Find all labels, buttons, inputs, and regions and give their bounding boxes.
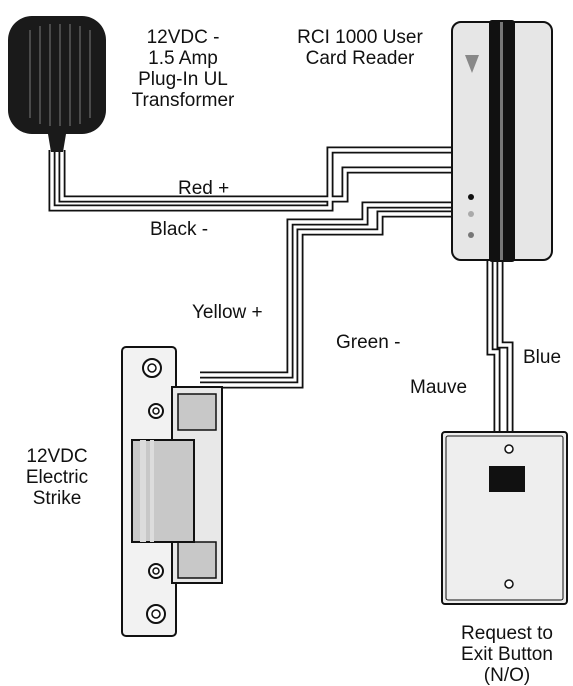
exit-button	[441, 431, 568, 605]
transformer-body	[8, 16, 106, 134]
exit-button-label-line: (N/O)	[483, 665, 531, 686]
wire-label-yellow: Yellow +	[192, 302, 263, 323]
wire-label-green: Green -	[336, 332, 401, 353]
card-reader	[451, 20, 553, 262]
card-reader-label-line: Card Reader	[305, 48, 415, 69]
exit-button-switch	[489, 466, 525, 492]
transformer-label-line: 12VDC -	[146, 27, 220, 48]
electric-strike-label-line: 12VDC	[26, 446, 88, 467]
transformer-cord-boot	[48, 134, 66, 152]
transformer-label-line: 1.5 Amp	[148, 48, 218, 69]
transformer	[8, 16, 106, 152]
transformer-label: 12VDC - 1.5 Amp Plug-In UL Transformer	[118, 27, 248, 111]
electric-strike-label: 12VDC Electric Strike	[2, 446, 112, 509]
card-reader-led-3	[468, 232, 474, 238]
electric-strike	[121, 346, 223, 637]
wires	[48, 146, 514, 434]
wire-transformer-inner	[58, 150, 460, 203]
exit-button-label: Request to Exit Button (N/O)	[435, 623, 573, 686]
electric-strike-label-line: Strike	[32, 488, 82, 509]
wire-label-mauve: Mauve	[410, 377, 468, 398]
exit-button-label-line: Exit Button	[461, 644, 553, 665]
exit-button-plate	[441, 431, 568, 605]
wire-label-red: Red +	[178, 178, 230, 199]
transformer-label-line: Plug-In UL	[138, 69, 228, 90]
transformer-label-line: Transformer	[131, 90, 235, 111]
card-reader-label-line: RCI 1000 User	[297, 27, 423, 48]
exit-button-screw-top	[504, 444, 514, 454]
electric-strike-label-line: Electric	[25, 467, 89, 488]
wire-label-blue: Blue	[523, 347, 562, 368]
exit-button-screw-bottom	[504, 579, 514, 589]
card-reader-led-2	[468, 211, 474, 217]
wire-green	[200, 210, 460, 389]
card-reader-arrow-icon	[465, 55, 479, 73]
wire-label-black: Black -	[150, 219, 209, 240]
exit-button-label-line: Request to	[461, 623, 553, 644]
card-reader-led-1	[468, 194, 474, 200]
card-reader-label: RCI 1000 User Card Reader	[272, 27, 448, 69]
